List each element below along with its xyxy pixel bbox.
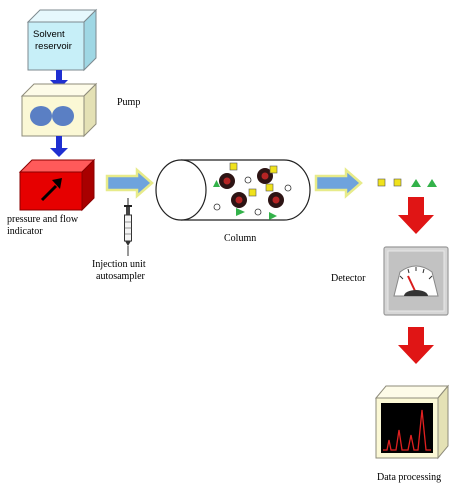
column-packing-bead bbox=[231, 192, 247, 208]
detector bbox=[383, 246, 449, 316]
flow-arrow-to-column bbox=[105, 167, 154, 199]
arrow-icon bbox=[40, 178, 62, 202]
pump-label: Pump bbox=[117, 97, 140, 108]
column-packing-bead bbox=[257, 168, 273, 184]
column-molecule bbox=[254, 208, 262, 216]
pressure-label-line1: pressure and flow bbox=[7, 214, 79, 225]
injection-label-line1: Injection unit bbox=[92, 259, 146, 270]
syringe-icon bbox=[124, 198, 132, 256]
column-analyte-triangle bbox=[213, 180, 220, 187]
solvent-label-line2: reservoir bbox=[35, 41, 72, 52]
detector-label: Detector bbox=[331, 273, 366, 284]
injection-label-line2: autosampler bbox=[96, 271, 146, 282]
column-label: Column bbox=[224, 233, 256, 244]
solvent-reservoir: Solvent reservoir bbox=[26, 8, 98, 72]
column-analyte-triangle bbox=[236, 208, 245, 216]
gauge-icon bbox=[393, 265, 439, 297]
column-analyte-square bbox=[229, 162, 238, 171]
column-analyte-square bbox=[248, 188, 257, 197]
red-arrow-to-data-processing bbox=[398, 327, 434, 364]
solvent-label-line1: Solvent bbox=[33, 29, 65, 40]
data-processing-label: Data processing bbox=[377, 472, 441, 483]
column-analyte-triangle bbox=[269, 212, 277, 220]
flow-arrow-pump-pressure bbox=[50, 136, 68, 157]
column-molecule bbox=[244, 176, 252, 184]
pump-piston-disc-right bbox=[52, 106, 74, 126]
data-processing-monitor bbox=[374, 384, 450, 460]
column-packing-bead bbox=[268, 192, 284, 208]
flow-arrow-from-column bbox=[314, 167, 363, 199]
column-inlet-face bbox=[155, 159, 207, 221]
pump bbox=[20, 82, 98, 138]
column-molecule bbox=[284, 184, 292, 192]
red-arrow-to-detector bbox=[398, 197, 434, 234]
column-analyte-square bbox=[265, 183, 274, 192]
column-packing-bead bbox=[219, 173, 235, 189]
separated-compounds bbox=[377, 178, 437, 187]
pressure-flow-indicator bbox=[18, 158, 96, 212]
chromatogram-trace bbox=[383, 409, 431, 451]
pressure-label-line2: indicator bbox=[7, 226, 43, 237]
pump-piston-disc-left bbox=[30, 106, 52, 126]
column-analyte-square bbox=[269, 165, 278, 174]
column bbox=[155, 159, 311, 221]
column-molecule bbox=[213, 203, 221, 211]
